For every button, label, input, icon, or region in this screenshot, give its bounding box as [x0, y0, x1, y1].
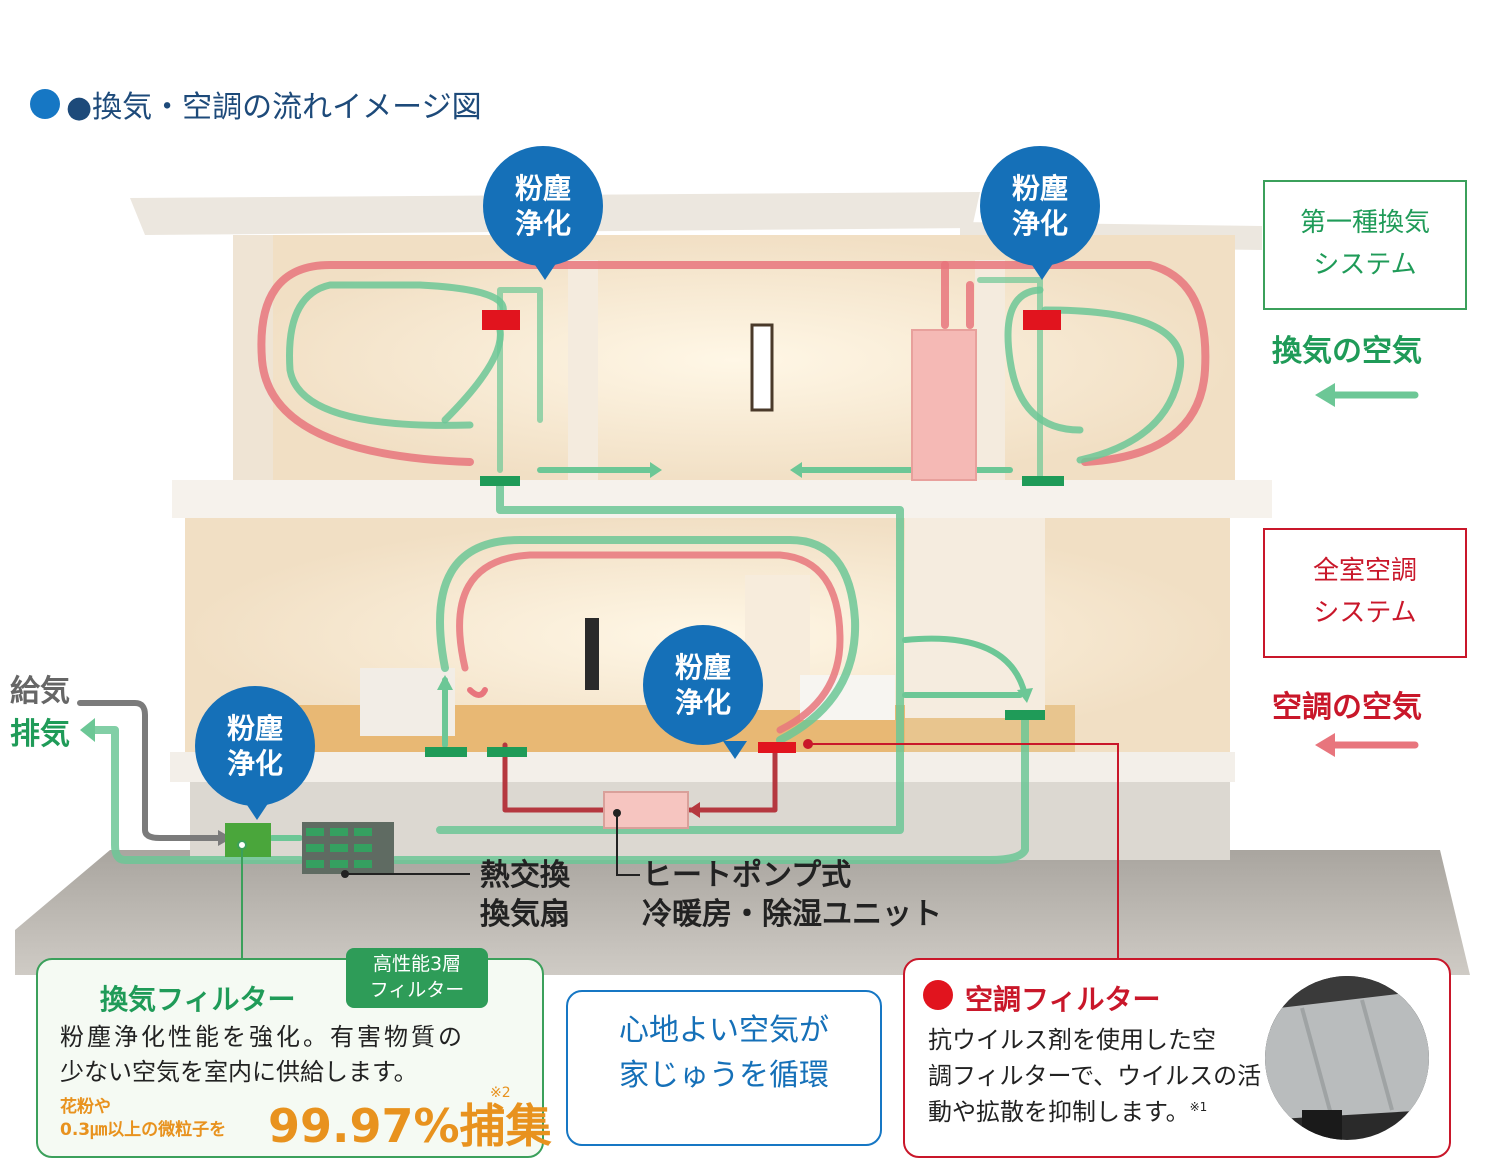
ventilation-air-label: 換気の空気: [1272, 334, 1422, 369]
ac-filter-dot-icon: [923, 980, 953, 1010]
upper-wall-left: [233, 235, 273, 485]
ac-air-label: 空調の空気: [1272, 690, 1422, 725]
vent-filter-heading: 換気フィルター: [100, 983, 296, 1016]
dust-bubble-4: 粉塵浄化: [195, 686, 315, 820]
vent-filter-small: 花粉や 0.3㎛以上の微粒子を: [60, 1097, 227, 1140]
red-vent-1: [482, 310, 520, 330]
ac-filter-body: 抗ウイルス剤を使用した空 調フィルターで、ウイルスの活 動や拡散を抑制します。※…: [928, 1026, 1262, 1126]
kitchen-island: [360, 668, 455, 736]
upper-partition-2: [975, 260, 1005, 485]
red-flow-upper-right: [941, 261, 1210, 466]
supply-path: [77, 700, 223, 841]
center-message: 心地よい空気が 家じゅうを循環: [619, 1013, 829, 1093]
supply-label: 給気: [10, 674, 70, 709]
vent-filter-note: ※2: [490, 1085, 511, 1101]
ac-system-box: 全室空調 システム: [1263, 528, 1467, 658]
ground: [15, 850, 1470, 975]
vent-filter-badge: 高性能3層 フィルター: [346, 948, 488, 1008]
vent-filter-capture-rate: 99.97%捕集: [268, 1099, 552, 1153]
green-flow-lower: [436, 536, 860, 744]
dust-bubble-3: 粉塵浄化: [643, 625, 763, 759]
dust-bubble-2: 粉塵浄化: [980, 146, 1100, 280]
green-flow-upper-left: [286, 281, 507, 429]
green-vent-2: [1022, 476, 1064, 486]
green-vent-3: [425, 747, 467, 757]
ventilation-system-box: 第一種換気 システム: [1263, 180, 1467, 310]
green-flow-upper-right: [1004, 286, 1084, 434]
exhaust-path: [91, 726, 304, 864]
green-right-duct: [391, 711, 1029, 864]
tv: [585, 618, 599, 690]
ac-filter-photo: [1265, 976, 1429, 1140]
red-vent-3: [758, 742, 796, 753]
green-main-duct: [436, 476, 904, 834]
red-flow-upper: [257, 261, 949, 466]
upper-window: [750, 323, 774, 412]
ac-filter-heading: 空調フィルター: [965, 983, 1161, 1016]
title-bullet-icon: [30, 89, 60, 119]
vent-filter-body: 粉塵浄化性能を強化。有害物質の 少ない空気を室内に供給します。: [60, 1023, 465, 1086]
red-vent-2: [1023, 310, 1061, 330]
page-title: ●換気・空調の流れイメージ図: [30, 82, 482, 126]
red-flow-lower: [456, 551, 844, 734]
heatpump-label: ヒートポンプ式 冷暖房・除湿ユニット: [642, 858, 942, 932]
exhaust-label: 排気: [10, 717, 70, 752]
green-vent-5: [1005, 710, 1045, 720]
upper-floor: [233, 235, 1235, 485]
green-vent-1: [480, 476, 520, 486]
vent-filter-unit: [225, 823, 271, 857]
upper-ac-unit: [911, 329, 977, 481]
heat-exchange-fan-label: 熱交換 換気扇: [480, 858, 570, 932]
title-text: ●換気・空調の流れイメージ図: [66, 90, 482, 125]
dust-bubble-1: 粉塵浄化: [483, 146, 603, 280]
foundation: [170, 752, 1235, 782]
upper-partition-1: [568, 260, 598, 485]
center-message-box: [566, 990, 882, 1146]
green-vent-4: [487, 747, 527, 757]
